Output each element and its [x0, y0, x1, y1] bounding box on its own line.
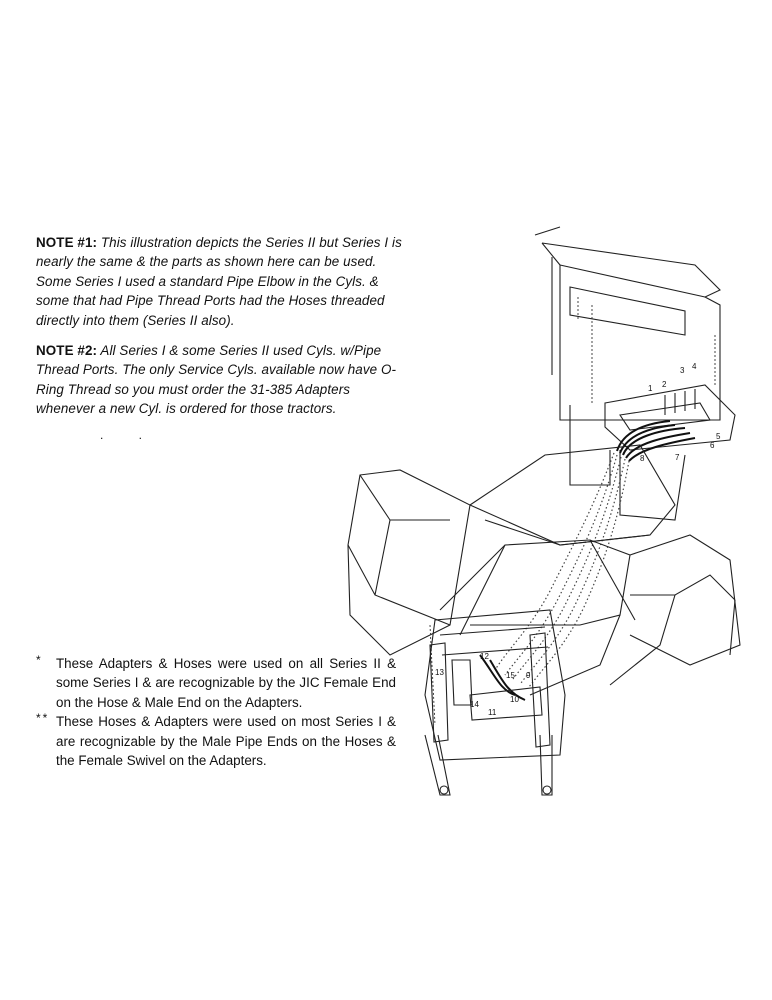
part-label-7: 7 — [675, 453, 680, 462]
seat-back-drawing — [534, 226, 721, 421]
valve-bank-drawing — [569, 384, 736, 521]
part-label-2: 2 — [662, 380, 667, 389]
part-label-4: 4 — [692, 362, 697, 371]
note-1: NOTE #1: This illustration depicts the S… — [36, 233, 404, 330]
rear-frame-drawing — [424, 609, 566, 796]
part-label-12: 12 — [480, 652, 489, 661]
stray-marks: . . — [100, 428, 159, 442]
part-label-1: 1 — [648, 384, 653, 393]
part-label-5: 5 — [716, 432, 721, 441]
part-labels: 1 2 3 4 5 6 7 8 9 10 11 12 13 14 15 — [435, 362, 721, 717]
part-label-9: 9 — [526, 671, 531, 680]
note-1-text: This illustration depicts the Series II … — [36, 235, 402, 328]
bullet-list: * These Adapters & Hoses were used on al… — [36, 653, 396, 770]
note-2-text: All Series I & some Series II used Cyls.… — [36, 343, 397, 417]
bullet-mark-double: ** — [36, 711, 50, 726]
part-label-15: 15 — [506, 671, 515, 680]
bullet-text-pipe: These Hoses & Adapters were used on most… — [56, 714, 396, 769]
part-label-6: 6 — [710, 441, 715, 450]
part-label-13: 13 — [435, 668, 444, 677]
hose-bundle-drawing — [494, 420, 696, 688]
note-2: NOTE #2: All Series I & some Series II u… — [36, 341, 404, 419]
fender-body-drawing — [347, 444, 741, 726]
note-1-label: NOTE #1: — [36, 235, 98, 250]
part-label-10: 10 — [510, 695, 519, 704]
part-label-3: 3 — [680, 366, 685, 375]
bullet-item-jic: * These Adapters & Hoses were used on al… — [36, 653, 396, 712]
part-label-8: 8 — [640, 454, 645, 463]
bullet-item-pipe: ** These Hoses & Adapters were used on m… — [36, 711, 396, 770]
part-label-14: 14 — [470, 700, 479, 709]
part-label-11: 11 — [488, 708, 497, 717]
tractor-hydraulic-illustration: 1 2 3 4 5 6 7 8 9 10 11 12 13 14 15 — [347, 226, 741, 796]
note-2-label: NOTE #2: — [36, 343, 98, 358]
bullet-mark-single: * — [36, 653, 43, 667]
bullet-text-jic: These Adapters & Hoses were used on all … — [56, 656, 396, 710]
